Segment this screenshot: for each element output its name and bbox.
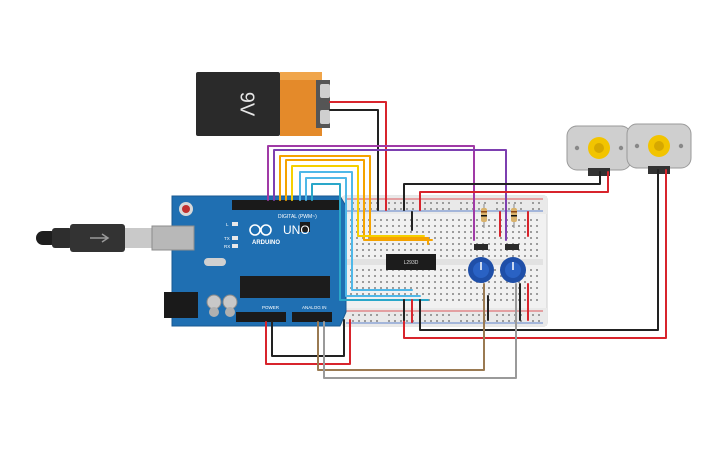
driver-chip-label: L293D xyxy=(404,260,419,266)
wire-rail-red-top[interactable] xyxy=(419,171,609,211)
wire-digital-orange-2[interactable] xyxy=(285,159,433,241)
wire-analog-gray[interactable] xyxy=(323,283,517,379)
wire-digital-teal[interactable] xyxy=(311,183,429,301)
wire-digital-yellow[interactable] xyxy=(291,165,425,237)
battery-label: 9V xyxy=(236,92,258,117)
battery-9v[interactable]: 9V xyxy=(196,72,330,136)
wire-rail-black-top[interactable] xyxy=(403,171,601,211)
wire-analog-brown[interactable] xyxy=(317,283,485,371)
switch-1[interactable] xyxy=(474,244,488,250)
wire-arduino-5v[interactable] xyxy=(265,319,351,365)
l293d-driver-chip[interactable]: L293D xyxy=(386,254,436,270)
arduino-logo-icon xyxy=(249,224,272,236)
wire-digital-violet[interactable] xyxy=(273,149,507,241)
resistor-2[interactable] xyxy=(511,204,517,228)
usb-cable[interactable] xyxy=(36,224,155,252)
dc-motor-2[interactable] xyxy=(626,123,692,174)
wire-digital-cyan-1[interactable] xyxy=(299,171,413,291)
analog-header-label: ANALOG IN xyxy=(302,305,327,310)
dc-motor-1[interactable] xyxy=(566,125,632,176)
led-label-l: L xyxy=(226,222,229,227)
led-label-rx: RX xyxy=(224,244,230,249)
resistor-1[interactable] xyxy=(481,204,487,228)
wire-battery-negative[interactable] xyxy=(329,109,379,211)
arduino-logo-text: ARDUINO xyxy=(252,240,280,246)
arduino-uno[interactable]: ARDUINO UNO DIGITAL (PWM~) POWER ANALOG … xyxy=(151,195,347,327)
wire-arduino-gnd[interactable] xyxy=(271,319,345,357)
breadboard[interactable] xyxy=(341,195,548,327)
switch-2[interactable] xyxy=(505,244,519,250)
led-label-tx: TX xyxy=(224,236,230,241)
wire-motor2-black[interactable] xyxy=(419,169,659,331)
potentiometer-2[interactable] xyxy=(500,257,526,283)
wire-digital-cyan-2[interactable] xyxy=(305,177,421,297)
wire-battery-positive[interactable] xyxy=(329,101,387,211)
arduino-model-label: UNO xyxy=(283,223,310,237)
digital-header-label: DIGITAL (PWM~) xyxy=(278,214,317,220)
power-header-label: POWER xyxy=(262,305,280,310)
potentiometer-1[interactable] xyxy=(468,257,494,283)
